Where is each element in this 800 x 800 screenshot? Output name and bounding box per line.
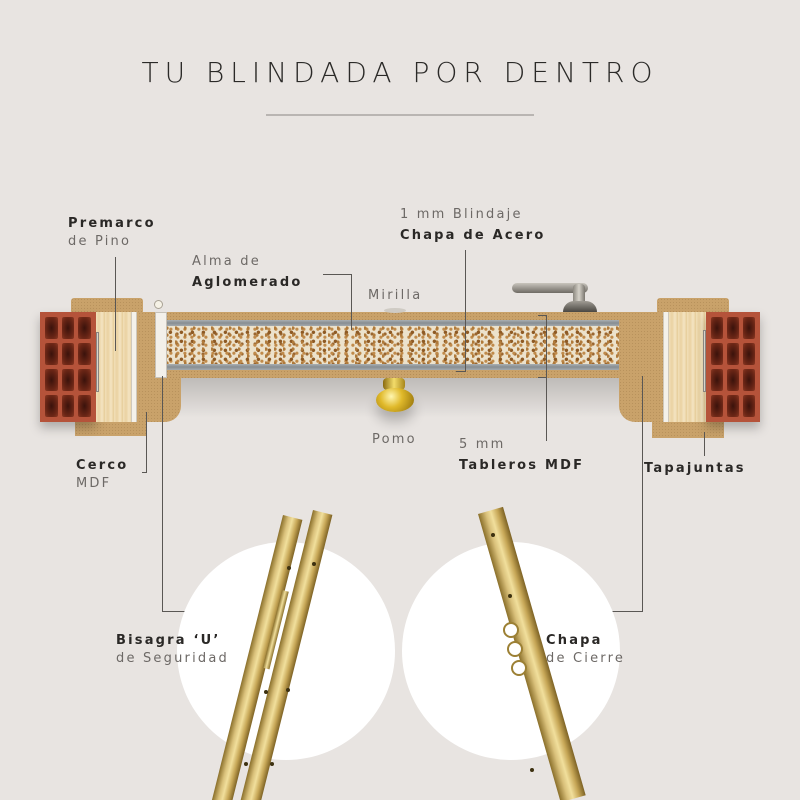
cerco-right xyxy=(619,312,665,422)
leader-premarco xyxy=(115,257,116,351)
foam-left xyxy=(131,312,137,422)
label-pomo: Pomo xyxy=(372,431,417,449)
leader-cerco-h xyxy=(142,472,147,473)
premarco-right xyxy=(669,312,706,422)
anchor-right xyxy=(703,330,706,392)
tapajuntas-right-bottom xyxy=(652,422,724,438)
label-alma-bold: Aglomerado xyxy=(192,275,303,290)
label-bisagra-light: de Seguridad xyxy=(116,651,229,666)
brick-wall-right xyxy=(706,312,760,422)
label-cerco-bold: Cerco xyxy=(76,458,129,473)
label-chapa: Chapa de Cierre xyxy=(546,632,625,668)
knob-icon xyxy=(383,378,405,390)
anchor-left xyxy=(96,332,99,392)
label-premarco-bold: Premarco xyxy=(68,216,156,231)
leader-tableros-v xyxy=(546,315,547,441)
brick-wall-left xyxy=(40,312,96,422)
label-mirilla-light: Mirilla xyxy=(368,288,423,303)
label-premarco-light: de Pino xyxy=(68,234,132,249)
label-alma-light: Alma de xyxy=(192,254,261,269)
label-blindaje-light: 1 mm Blindaje xyxy=(400,207,523,222)
label-blindaje-bold: Chapa de Acero xyxy=(400,228,546,243)
leader-bisagra-v xyxy=(162,376,163,612)
foam-right xyxy=(663,312,669,422)
leader-chapa-v xyxy=(642,376,643,612)
steel-sheet-top xyxy=(166,320,645,326)
label-tableros-light: 5 mm xyxy=(459,437,506,452)
handle-neck xyxy=(573,284,585,306)
leader-blindaje-tick xyxy=(456,371,466,372)
leader-cerco-v xyxy=(146,412,147,472)
tapajuntas-left-bottom xyxy=(75,420,147,436)
title-divider xyxy=(266,114,534,116)
mdf-board-top xyxy=(157,312,645,320)
label-mirilla: Mirilla xyxy=(368,287,422,305)
label-alma: Alma de Aglomerado xyxy=(192,253,303,292)
door-edge-left xyxy=(155,312,167,378)
label-cerco: Cerco MDF xyxy=(76,457,128,493)
label-chapa-light: de Cierre xyxy=(546,651,626,666)
label-bisagra: Bisagra ‘U’ de Seguridad xyxy=(116,632,229,668)
label-premarco: Premarco de Pino xyxy=(68,215,156,251)
label-blindaje: 1 mm Blindaje Chapa de Acero xyxy=(400,206,546,245)
label-chapa-bold: Chapa xyxy=(546,633,603,648)
leader-blindaje-v xyxy=(465,250,466,372)
handle-icon xyxy=(512,283,588,293)
tapajuntas-left-top xyxy=(71,298,143,314)
handle-rosette xyxy=(563,301,597,312)
steel-sheet-bottom xyxy=(166,364,645,370)
leader-tableros-tick-bot xyxy=(538,377,547,378)
label-tapajuntas: Tapajuntas xyxy=(644,460,746,478)
page-title: TU BLINDADA POR DENTRO xyxy=(141,56,659,89)
leader-tableros-tick-top xyxy=(538,315,547,316)
door-cross-section xyxy=(40,283,760,438)
knob-body xyxy=(376,388,414,412)
label-tapajuntas-bold: Tapajuntas xyxy=(644,461,746,476)
hinge-screw xyxy=(244,762,248,766)
label-bisagra-bold: Bisagra ‘U’ xyxy=(116,633,221,648)
mdf-board-bottom xyxy=(157,370,645,378)
peephole-icon xyxy=(384,308,406,313)
label-tableros-bold: Tableros MDF xyxy=(459,458,585,473)
leader-tapajuntas xyxy=(704,432,705,456)
leader-alma-h xyxy=(323,274,351,275)
label-tableros: 5 mm Tableros MDF xyxy=(459,436,584,475)
tapajuntas-right-top xyxy=(657,298,729,314)
premarco-left xyxy=(96,312,131,422)
leader-alma-v xyxy=(351,274,352,330)
label-cerco-light: MDF xyxy=(76,476,112,491)
chipboard-core xyxy=(166,326,645,364)
hinge-pin xyxy=(154,300,163,309)
strike-screw xyxy=(491,533,495,537)
hinge-screw xyxy=(270,762,274,766)
label-pomo-light: Pomo xyxy=(372,432,417,447)
strike-screw xyxy=(530,768,534,772)
